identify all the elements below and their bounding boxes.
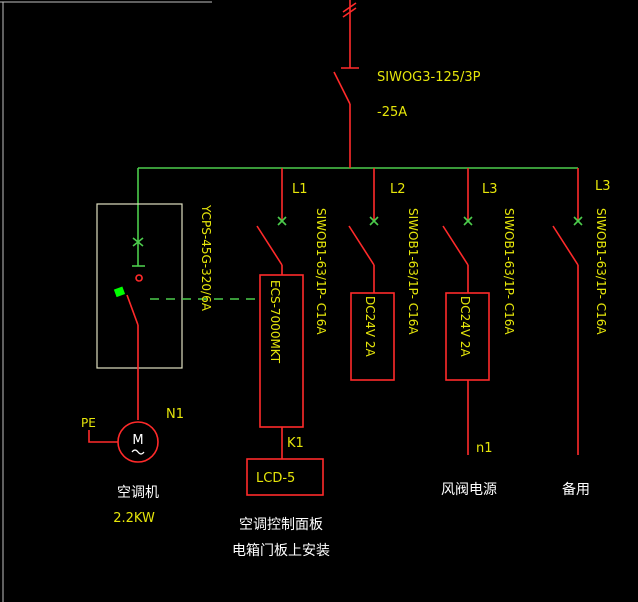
lcd-panel-box <box>246 458 324 496</box>
phase-label-l3-spare: L3 <box>595 179 611 194</box>
main-breaker-model: SIWOG3-125/3P <box>377 70 481 85</box>
motor-symbol: M <box>132 433 143 448</box>
motor-starter-model: YCPS-45G-320/6A <box>199 204 213 312</box>
breaker-label-l2: SIWOB1-63/1P- C16A <box>406 208 420 335</box>
motor-load-name: 空调机 <box>117 485 159 501</box>
phase-label-l1: L1 <box>292 182 308 197</box>
branch-drops <box>281 165 579 222</box>
panel-note-line1: 空调控制面板 <box>239 517 323 533</box>
damper-load-name: 风阀电源 <box>441 482 497 498</box>
psu-label-l3: DC24V 2A <box>458 296 472 358</box>
breaker-label-l3: SIWOB1-63/1P- C16A <box>502 208 516 335</box>
bus-bar <box>137 167 578 205</box>
branch-breaker-symbols <box>256 216 583 455</box>
pe-label: PE <box>81 416 96 430</box>
motor-load-power: 2.2KW <box>113 511 155 526</box>
controller-tag: K1 <box>287 436 304 451</box>
damper-tag: n1 <box>476 441 493 456</box>
panel-note-line2: 电箱门板上安装 <box>232 543 330 559</box>
main-breaker-symbol <box>333 67 359 165</box>
motor-starter-frame <box>96 203 183 369</box>
phase-label-l3: L3 <box>482 182 498 197</box>
pe-wire <box>88 430 118 443</box>
incoming-feed <box>342 0 357 68</box>
main-breaker-rating: -25A <box>377 105 407 120</box>
breaker-label-spare: SIWOB1-63/1P- C16A <box>594 208 608 335</box>
controller-model: ECS-7000MKT <box>268 280 282 364</box>
ac-tilde-icon <box>131 449 145 455</box>
psu-label-l2: DC24V 2A <box>363 296 377 358</box>
lcd-panel-label: LCD-5 <box>256 471 295 486</box>
starter-actuator-icon <box>113 286 126 298</box>
motor-starter-symbol <box>126 205 145 368</box>
motor-tag: N1 <box>166 407 184 422</box>
viewport-frame <box>0 1 212 602</box>
phase-label-l2: L2 <box>390 182 406 197</box>
psu-box-l2 <box>350 292 395 381</box>
breaker-label-l1: SIWOB1-63/1P- C16A <box>314 208 328 335</box>
spare-load-name: 备用 <box>562 481 590 498</box>
